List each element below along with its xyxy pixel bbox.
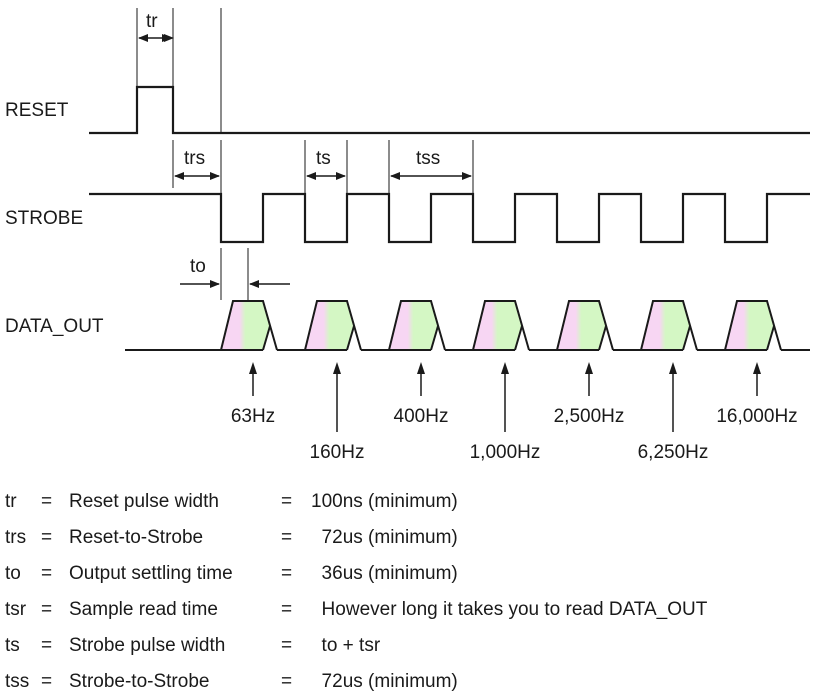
reset-waveform (89, 85, 810, 135)
legend-symbol: trs (5, 527, 27, 548)
arrowhead-up-icon (417, 362, 425, 374)
legend-value: 100ns (minimum) (311, 491, 458, 512)
data-valid-window (389, 301, 438, 350)
legend-description: Strobe-to-Strobe (69, 671, 210, 692)
data-pulse-transition (514, 325, 523, 351)
data-pulse-outline (556, 300, 614, 351)
legend-description: Reset-to-Strobe (69, 527, 204, 548)
data-pulse-transition (766, 325, 775, 351)
tr-label: tr (146, 11, 158, 32)
legend-description: Output settling time (69, 563, 233, 584)
trs-arrowhead-left (174, 172, 184, 180)
data-pulse-outline (724, 300, 782, 351)
data-pulse-transition (598, 325, 607, 351)
tr-arrowhead-left (138, 34, 148, 42)
legend-description: Reset pulse width (69, 491, 219, 512)
legend-equals: = (41, 527, 53, 548)
tss-arrowhead-left (390, 172, 400, 180)
legend-equals: = (281, 671, 293, 692)
data-pulse-transition (430, 325, 439, 351)
legend-symbol: tsr (5, 599, 27, 620)
data-out-signal-label: DATA_OUT (5, 316, 104, 337)
data-pulse-outline (220, 300, 278, 351)
tr-arrowhead-right (164, 34, 174, 42)
legend-symbol: tss (5, 671, 30, 692)
data-out-waveform (125, 300, 810, 351)
frequency-label: 6,250Hz (638, 442, 709, 463)
data-pulse-transition (682, 325, 691, 351)
reset-signal-label: RESET (5, 100, 69, 121)
legend-equals: = (41, 491, 53, 512)
data-pulse-outline (640, 300, 698, 351)
ts-label: ts (316, 148, 331, 169)
guide-lines (136, 8, 474, 300)
frequency-label: 160Hz (310, 442, 365, 463)
legend-value: 36us (minimum) (311, 563, 458, 584)
timing-diagram: RESET STROBE DATA_OUT tr trs ts tss to (5, 8, 810, 463)
to-label: to (190, 256, 206, 277)
frequency-label: 63Hz (231, 406, 275, 427)
legend-equals: = (41, 563, 53, 584)
legend-symbol: ts (5, 635, 20, 656)
data-valid-window (725, 301, 774, 350)
strobe-signal-label: STROBE (5, 208, 83, 229)
legend-equals: = (281, 491, 293, 512)
data-pulse-outline (472, 300, 530, 351)
legend-symbol: tr (5, 491, 17, 512)
tss-label: tss (416, 148, 440, 169)
legend-value: to + tsr (311, 635, 381, 656)
ts-arrowhead-left (306, 172, 316, 180)
legend-value: 72us (minimum) (311, 671, 458, 692)
legend-value: 72us (minimum) (311, 527, 458, 548)
data-pulse-outline (388, 300, 446, 351)
arrowhead-up-icon (753, 362, 761, 374)
trs-label: trs (184, 148, 205, 169)
strobe-waveform (89, 192, 810, 244)
data-valid-window (641, 301, 690, 350)
arrowhead-up-icon (669, 362, 677, 374)
data-pulse-outline (304, 300, 362, 351)
data-valid-window (305, 301, 354, 350)
legend-equals: = (281, 527, 293, 548)
frequency-label: 400Hz (394, 406, 449, 427)
legend-description: Strobe pulse width (69, 635, 226, 656)
frequency-label: 16,000Hz (716, 406, 797, 427)
arrowhead-up-icon (585, 362, 593, 374)
data-valid-window (221, 301, 270, 350)
frequency-label: 1,000Hz (470, 442, 541, 463)
frequency-markers: 63Hz 160Hz 400Hz 1,000Hz 2,500Hz 6,250Hz 16,00… (231, 362, 798, 463)
data-pulse-transition (346, 325, 355, 351)
legend-description: Sample read time (69, 599, 218, 620)
legend-value: However long it takes you to read DATA_O… (311, 599, 708, 620)
legend-equals: = (41, 599, 53, 620)
frequency-label: 2,500Hz (554, 406, 625, 427)
data-pulse-transition (262, 325, 271, 351)
arrowhead-up-icon (333, 362, 341, 374)
legend-symbol: to (5, 563, 21, 584)
data-valid-window (473, 301, 522, 350)
data-valid-window (557, 301, 606, 350)
arrowhead-up-icon (501, 362, 509, 374)
legend-equals: = (281, 635, 293, 656)
arrowheads (138, 34, 400, 180)
legend-equals: = (41, 671, 53, 692)
legend-equals: = (281, 563, 293, 584)
arrowhead-up-icon (249, 362, 257, 374)
legend-equals: = (41, 635, 53, 656)
legend-equals: = (281, 599, 293, 620)
